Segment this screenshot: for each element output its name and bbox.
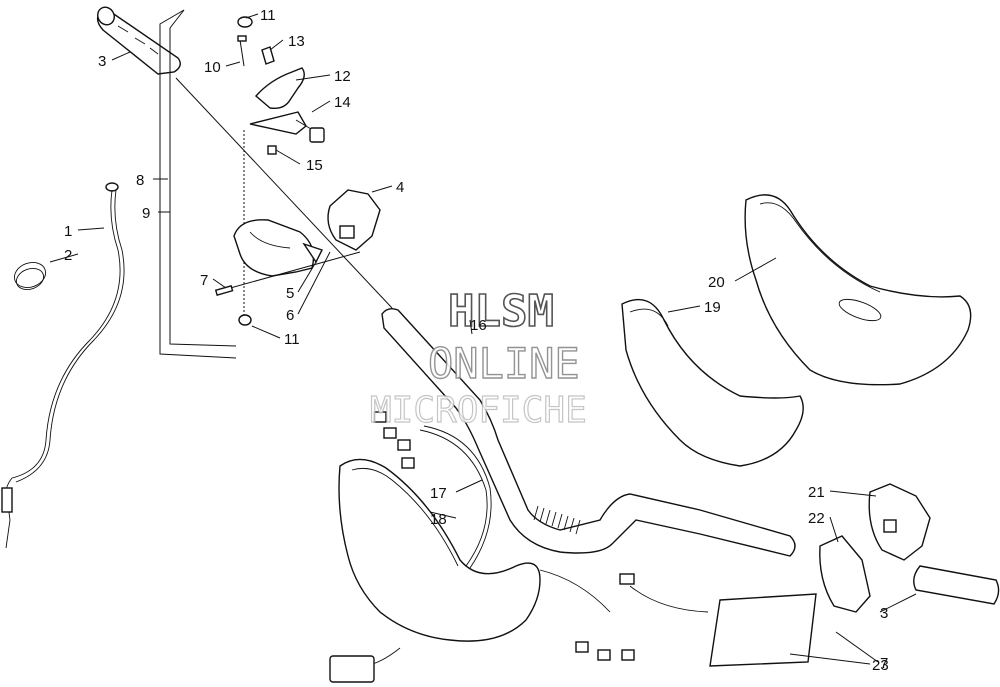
center-line: [175, 77, 393, 309]
callout-23: 23: [872, 657, 889, 674]
callout-11-bottom: 11: [284, 331, 300, 348]
callout-4: 4: [396, 179, 404, 196]
handlebar: [381, 307, 796, 557]
callout-2: 2: [64, 247, 72, 264]
callout-15: 15: [306, 157, 323, 174]
watermark-line1: HLSM: [448, 286, 554, 337]
callout-5: 5: [286, 285, 294, 302]
mirror-assembly: [237, 16, 325, 326]
callout-7-left: 7: [200, 272, 208, 289]
callout-20: 20: [708, 274, 725, 291]
callout-3-right: 3: [880, 605, 888, 622]
pad-20: [744, 194, 972, 386]
callout-12: 12: [334, 68, 351, 85]
callout-7-right: 7: [880, 655, 888, 672]
right-grip: [913, 565, 1000, 605]
harness-17: [373, 411, 492, 569]
callout-21: 21: [808, 484, 825, 501]
callout-22: 22: [808, 510, 825, 527]
pad-18: [338, 458, 541, 642]
callout-19: 19: [704, 299, 721, 316]
callout-16: 16: [470, 317, 487, 334]
watermark: HLSM ONLINE MICROFICHE: [369, 285, 587, 431]
callout-13: 13: [288, 33, 305, 50]
callout-17: 17: [430, 485, 447, 502]
throttle-housing: [214, 189, 381, 296]
callout-1: 1: [64, 223, 72, 240]
watermark-line3: MICROFICHE: [370, 390, 587, 431]
callout-14: 14: [334, 94, 351, 111]
callouts: 3 11 13 10 12 14 15 4 8 9 1 2 7 5 6 11 1…: [64, 7, 889, 674]
callout-11-top: 11: [260, 7, 276, 24]
left-grip: [96, 6, 181, 75]
pad-19: [621, 298, 804, 467]
callout-8: 8: [136, 172, 144, 189]
callout-3-left: 3: [98, 53, 106, 70]
lower-connectors: [329, 569, 635, 683]
right-switch-housing: [819, 483, 931, 613]
callout-6: 6: [286, 307, 294, 324]
callout-10: 10: [204, 59, 221, 76]
watermark-line2: ONLINE: [428, 339, 580, 388]
brackets-8-9: [159, 9, 237, 359]
callout-9: 9: [142, 205, 150, 222]
heater-element: [619, 573, 817, 667]
callout-18: 18: [430, 511, 447, 528]
leader-lines: [49, 13, 917, 665]
throttle-cable: [1, 182, 125, 549]
